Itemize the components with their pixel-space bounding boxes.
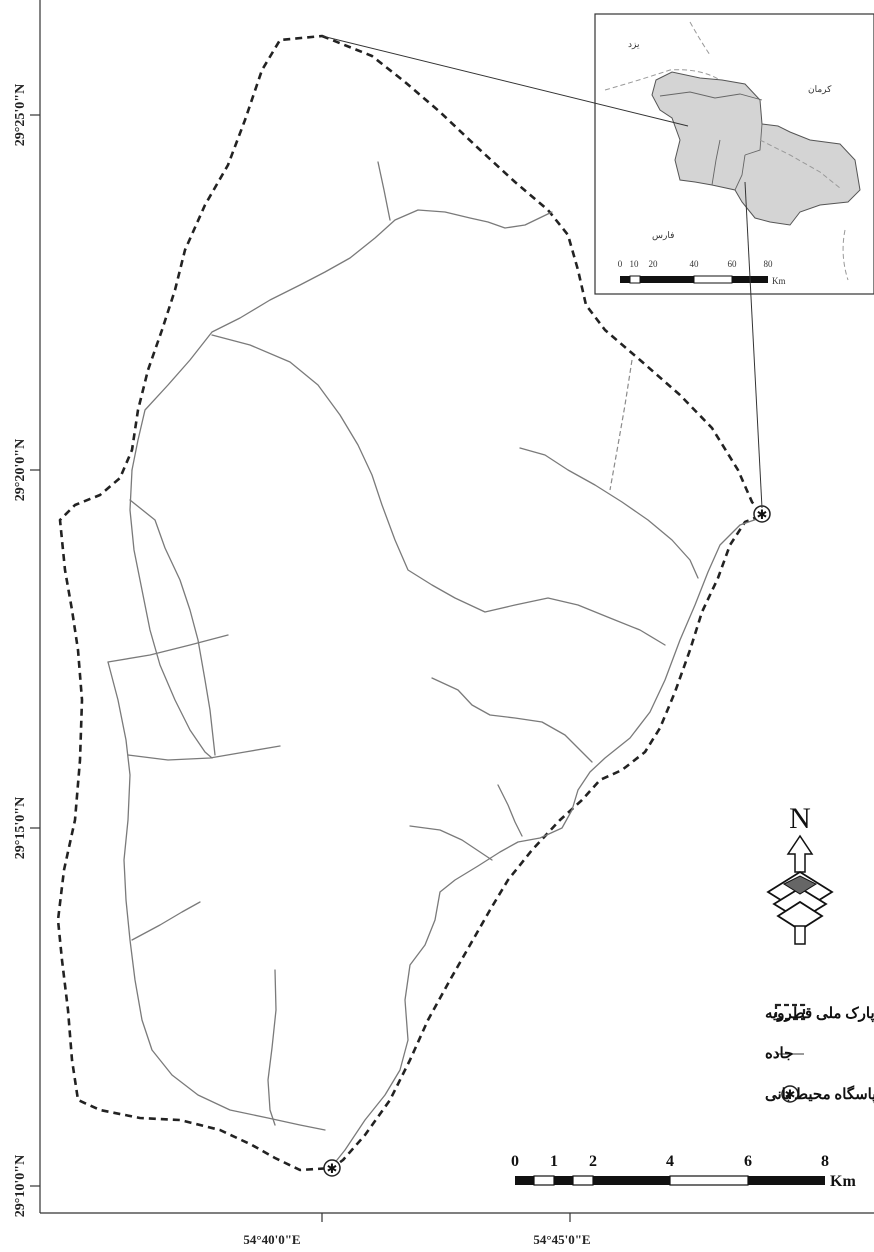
road — [431, 677, 593, 763]
svg-text:✱: ✱ — [327, 1161, 338, 1176]
road — [131, 209, 553, 471]
inset-district-line — [734, 154, 746, 191]
inset-road-line — [759, 139, 841, 189]
inset-district-line — [744, 123, 763, 156]
legend: پارک ملی قطرویه جاده ✱ پاسگاه محیط بانی — [765, 1003, 874, 1104]
longitude-label: 54°45'0"E — [533, 1232, 590, 1247]
legend-item-park-boundary: پارک ملی قطرویه — [765, 1003, 874, 1023]
inset-map: یزد کرمان فارس 0 10 20 40 60 80 Km — [594, 13, 874, 295]
scale-tick: 2 — [589, 1153, 597, 1170]
road — [107, 634, 229, 663]
road — [129, 469, 213, 759]
road — [211, 334, 666, 646]
road — [267, 969, 277, 1126]
road — [519, 447, 699, 579]
scale-tick: 6 — [744, 1153, 752, 1170]
longitude-label: 54°40'0"E — [243, 1232, 300, 1247]
north-arrow: N — [766, 802, 834, 945]
inset-district-line — [659, 91, 763, 101]
scale-tick: 0 — [511, 1153, 519, 1170]
inset-scale-unit: Km — [772, 276, 786, 286]
svg-text:✱: ✱ — [785, 1087, 796, 1102]
inset-leader-line — [321, 35, 689, 127]
inset-scale-tick: 20 — [649, 259, 659, 269]
ranger-station-marker: ✱ — [323, 1159, 341, 1177]
inset-scale-tick: 60 — [728, 259, 738, 269]
legend-label: جاده — [765, 1046, 793, 1062]
inset-leader-line — [744, 181, 763, 509]
road — [332, 517, 761, 1166]
legend-label: پاسگاه محیط بانی — [765, 1085, 874, 1104]
road — [409, 825, 493, 861]
park-boundary — [56, 34, 764, 1172]
legend-item-ranger-station: ✱ پاسگاه محیط بانی — [765, 1085, 874, 1104]
map-frame — [30, 0, 874, 1222]
north-letter: N — [789, 802, 811, 835]
latitude-label: 29°10'0"N — [13, 1155, 28, 1217]
scale-bar: 0 1 2 4 6 8 Km — [511, 1153, 856, 1190]
road — [497, 784, 523, 837]
latitude-label: 29°15'0"N — [13, 797, 28, 859]
road-network — [107, 161, 761, 1166]
inset-province-border — [689, 21, 711, 56]
inset-county-region — [651, 71, 861, 226]
inset-province-border — [842, 229, 849, 281]
inset-district-line — [711, 139, 721, 186]
inset-province-border — [604, 69, 721, 91]
ranger-station-marker: ✱ — [753, 505, 771, 523]
inset-scale-tick: 10 — [630, 259, 640, 269]
road — [609, 359, 633, 491]
road — [377, 161, 391, 221]
inset-label-yazd: یزد — [628, 39, 640, 50]
scale-tick: 1 — [550, 1153, 558, 1170]
scale-tick: 4 — [666, 1153, 674, 1170]
svg-text:✱: ✱ — [757, 507, 768, 522]
legend-label: پارک ملی قطرویه — [765, 1006, 874, 1023]
inset-scale-tick: 40 — [690, 259, 700, 269]
legend-item-road: جاده — [765, 1046, 804, 1062]
inset-scale-tick: 80 — [764, 259, 774, 269]
road — [131, 901, 201, 941]
road — [129, 499, 216, 756]
inset-label-fars: فارس — [652, 230, 674, 241]
scale-tick: 8 — [821, 1153, 829, 1170]
inset-label-kerman: کرمان — [808, 84, 832, 95]
inset-scale-tick: 0 — [618, 259, 623, 269]
latitude-label: 29°25'0"N — [13, 84, 28, 146]
road — [107, 661, 326, 1131]
scale-unit: Km — [830, 1173, 856, 1190]
road — [127, 745, 281, 761]
latitude-label: 29°20'0"N — [13, 439, 28, 501]
